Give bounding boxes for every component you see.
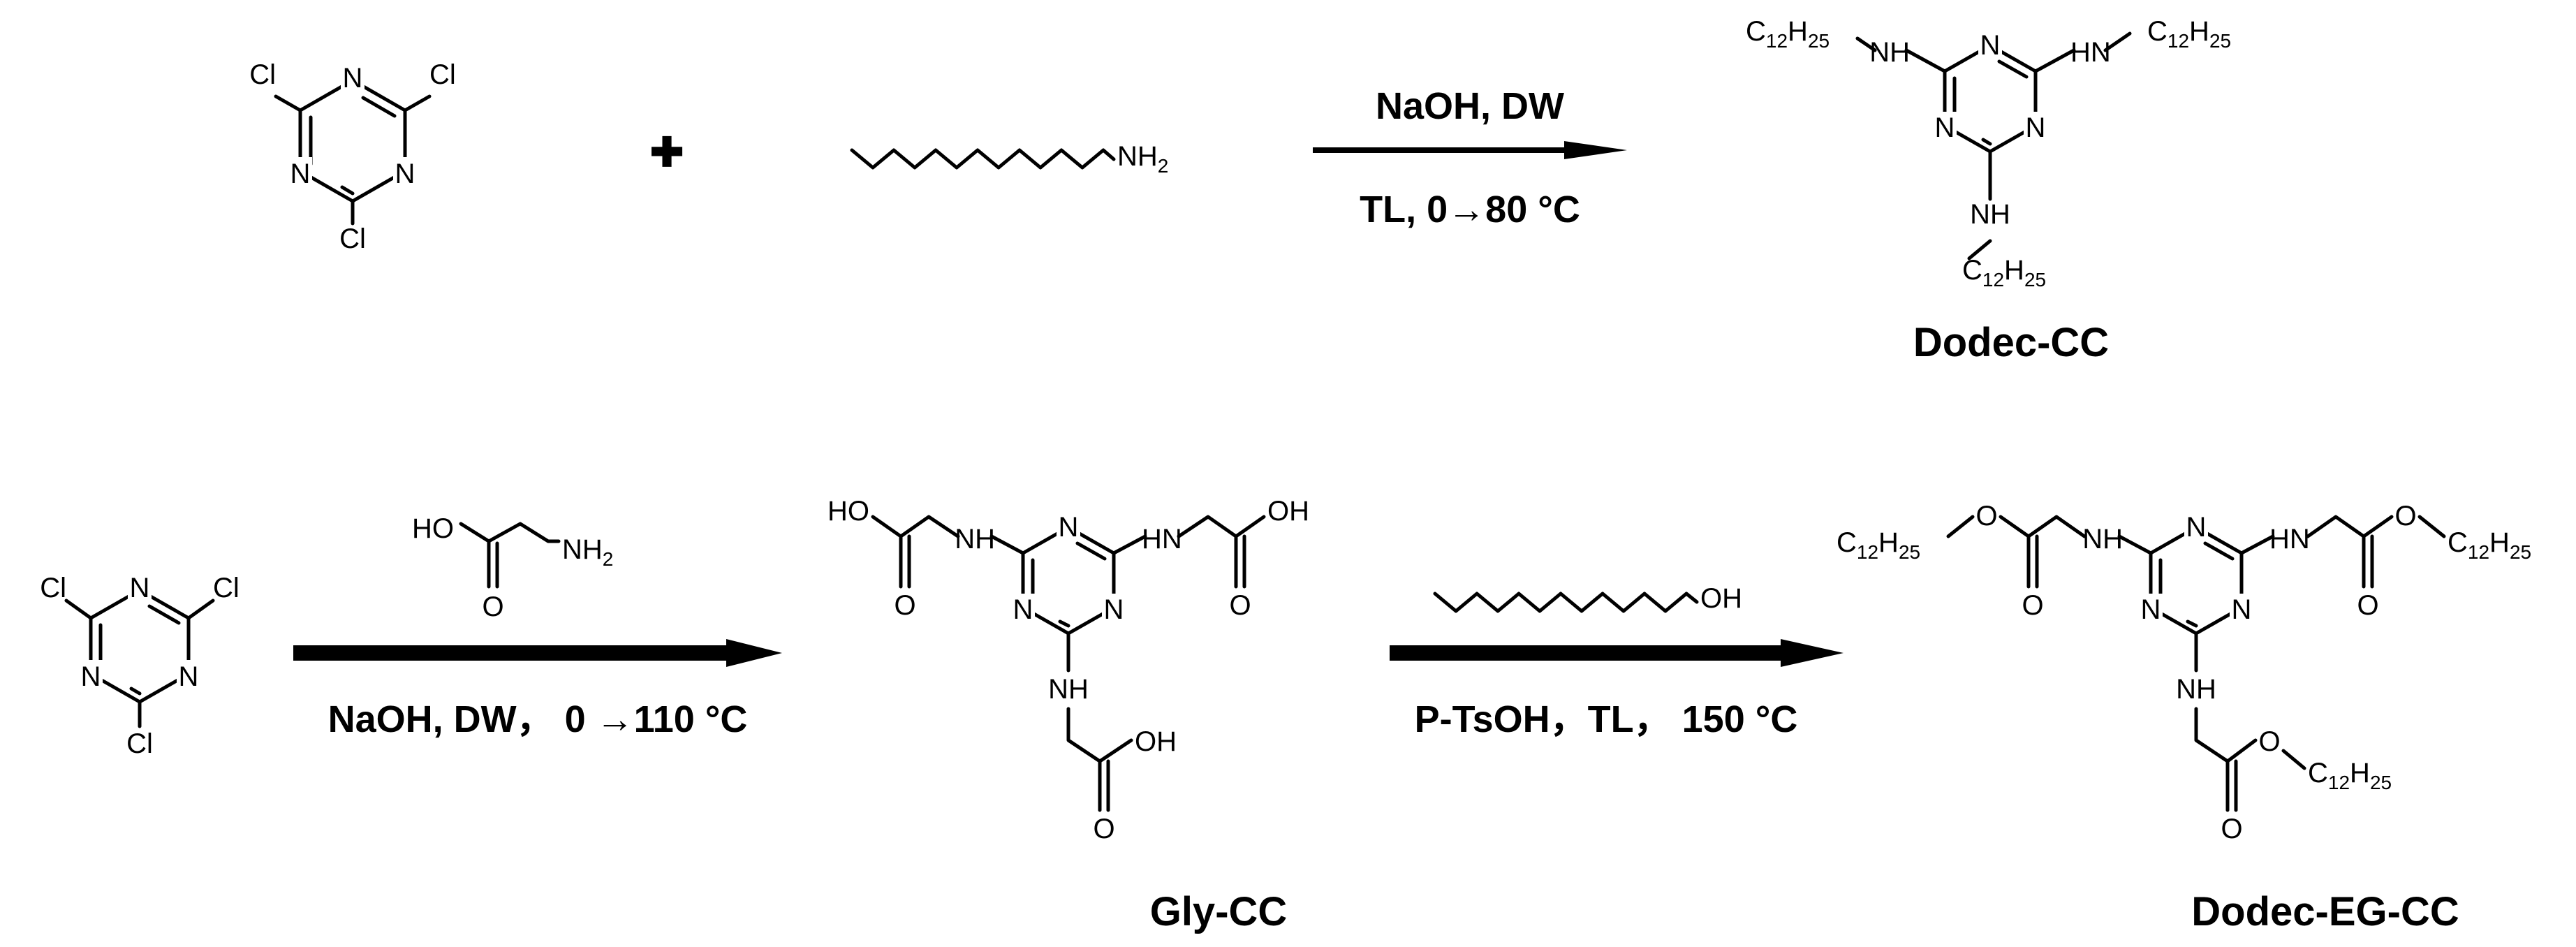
ring-nitrogen-label: N [2026,112,2046,143]
ring-nitrogen-label: N [1059,512,1079,543]
chlorine-label: Cl [249,59,276,90]
ester-oxygen-label: O [2258,726,2280,757]
ring-nitrogen-label: N [1013,594,1033,625]
dodecanol-reagent: OH [1433,583,1742,614]
reaction-1-reagents: NaOH, DW [1376,85,1564,127]
dodecyl-label: C12H25 [2308,758,2392,793]
reaction-2-conditions: NaOH, DW， 0 →110 °C [328,698,748,740]
ring-nitrogen-label: N [2232,594,2252,625]
ring-nitrogen-label: N [290,159,311,189]
chlorine-label: Cl [126,728,153,759]
amine-nh-label: NH [1970,199,2010,230]
glycine-reagent: HO O NH2 [412,513,613,622]
cyanuric-chloride-bottom: N N N Cl Cl Cl [40,571,240,759]
hydroxyl-label: OH [1135,726,1177,757]
gly-cc-structure: N N N NH HN NH HO O OH O OH O [827,496,1309,844]
dodecylamine: NH2 [850,141,1168,177]
dodecyl-label: C12H25 [1962,255,2046,291]
amine-nh-label: NH [1869,37,1910,68]
ring-nitrogen-label: N [2186,512,2207,543]
amine-nh-label: HN [2269,524,2310,555]
dodecyl-label: C12H25 [1837,527,1920,563]
carbonyl-oxygen-label: O [894,590,915,621]
chlorine-label: Cl [213,573,240,603]
ring-nitrogen-label: N [1935,112,1955,143]
product-label-dodec-eg-cc: Dodec-EG-CC [2191,889,2459,934]
cyanuric-chloride-top: N N N Cl Cl Cl [249,59,456,254]
reaction-arrow-2: NaOH, DW， 0 →110 °C [293,639,782,740]
hydroxyl-label: HO [827,496,869,527]
hydroxyl-label: OH [1267,496,1309,527]
amine-nh-label: NH [1048,674,1089,705]
chlorine-label: Cl [339,223,366,254]
ring-nitrogen-label: N [395,159,415,189]
ring-nitrogen-label: N [2141,594,2161,625]
ring-nitrogen-label: N [81,661,101,692]
amine-label: NH2 [1117,141,1168,177]
amine-label: NH2 [562,534,613,570]
amine-nh-label: NH [2082,524,2123,555]
dodecyl-label: C12H25 [2147,16,2231,52]
reaction-3-conditions: P-TsOH，TL， 150 °C [1415,698,1798,740]
ring-nitrogen-label: N [343,63,363,94]
reaction-1-conditions: TL, 0→80 °C [1360,189,1580,230]
product-label-dodec-cc: Dodec-CC [1913,320,2109,365]
chlorine-label: Cl [40,573,66,603]
ester-oxygen-label: O [1975,501,1997,531]
amine-nh-label: HN [2070,37,2111,68]
carbonyl-oxygen-label: O [482,592,503,622]
ring-nitrogen-label: N [130,573,150,603]
ester-oxygen-label: O [2394,501,2416,531]
amine-nh-label: NH [2176,674,2216,705]
reaction-arrow-1: NaOH, DW TL, 0→80 °C [1313,85,1627,230]
amine-nh-label: HN [1142,524,1182,555]
ring-nitrogen-label: N [1980,30,2001,61]
chlorine-label: Cl [429,59,456,90]
product-label-gly-cc: Gly-CC [1150,889,1288,934]
dodecyl-label: C12H25 [1746,16,1830,52]
hydroxyl-label: OH [1700,583,1742,614]
plus-sign: ✚ [650,130,684,175]
hydroxyl-label: HO [412,513,454,544]
carbonyl-oxygen-label: O [1229,590,1251,621]
dodec-cc-structure: N N N NH HN NH C12H25 C12H25 C12H25 [1746,16,2231,291]
ring-nitrogen-label: N [1104,594,1124,625]
dodecyl-label: C12H25 [2448,527,2531,563]
carbonyl-oxygen-label: O [2022,590,2043,621]
ring-nitrogen-label: N [179,661,199,692]
amine-nh-label: NH [955,524,995,555]
carbonyl-oxygen-label: O [1093,814,1114,844]
dodec-eg-cc-structure: N N N NH HN NH O O O O O O C12H25 C12H25… [1837,501,2531,844]
carbonyl-oxygen-label: O [2221,814,2242,844]
reaction-arrow-3: P-TsOH，TL， 150 °C [1390,639,1843,740]
carbonyl-oxygen-label: O [2357,590,2378,621]
